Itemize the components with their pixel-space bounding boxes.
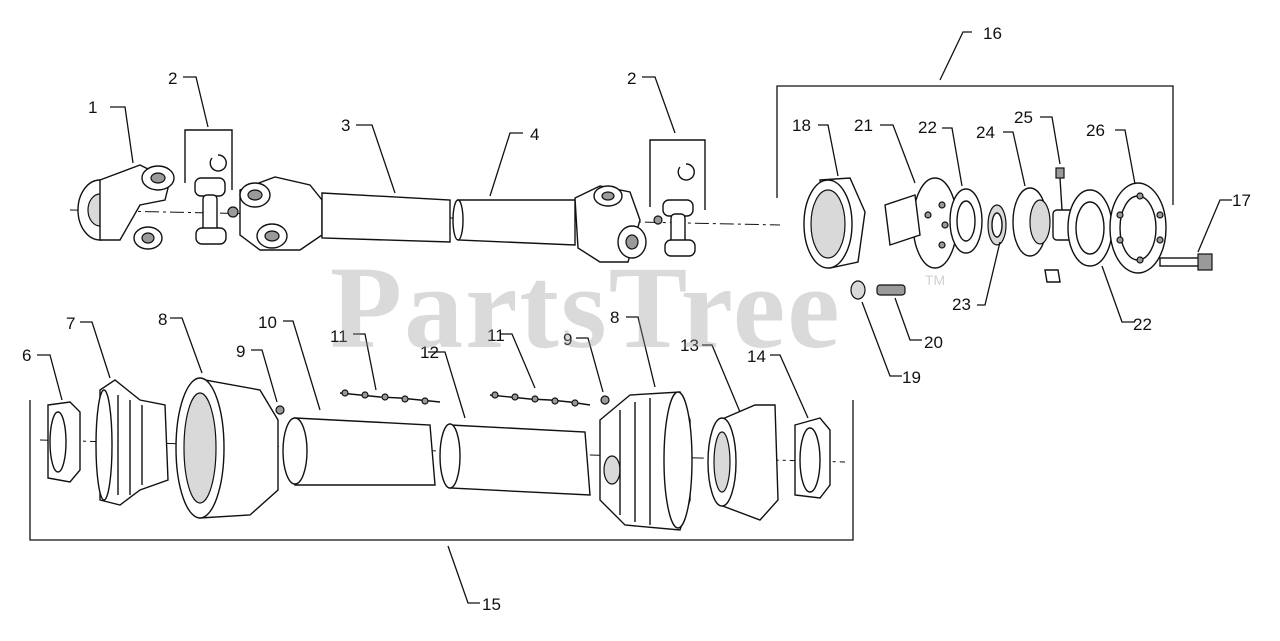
bracket-15 <box>29 400 854 541</box>
callout-22[interactable]: 22 <box>1133 315 1152 334</box>
part-22-friction-disc-left[interactable] <box>949 188 983 254</box>
part-26-back-plate[interactable] <box>1109 182 1167 274</box>
part-2-cross-left[interactable] <box>184 129 239 245</box>
part-24-pressure-plate[interactable] <box>1012 187 1051 257</box>
callout-9[interactable]: 9 <box>563 330 572 349</box>
callout-15[interactable]: 15 <box>482 595 501 614</box>
part-22-friction-disc-right[interactable] <box>1067 189 1113 267</box>
leader-lines <box>37 31 1232 604</box>
part-12-tube-shield-inner[interactable] <box>439 423 591 496</box>
part-20-spring[interactable] <box>876 284 906 296</box>
callout-1[interactable]: 1 <box>88 98 97 117</box>
part-8-housing-left[interactable] <box>175 377 279 519</box>
part-17-long-bolt[interactable] <box>1159 253 1213 271</box>
part-1-yoke[interactable] <box>77 164 175 250</box>
callout-24[interactable]: 24 <box>976 123 995 142</box>
callout-2[interactable]: 2 <box>168 69 177 88</box>
callout-13[interactable]: 13 <box>680 336 699 355</box>
callout-6[interactable]: 6 <box>22 346 31 365</box>
part-9-screw-left[interactable] <box>275 405 285 415</box>
callout-19[interactable]: 19 <box>902 368 921 387</box>
callout-8[interactable]: 8 <box>158 310 167 329</box>
part-14-bearing-ring-right[interactable] <box>794 417 831 499</box>
callout-25[interactable]: 25 <box>1014 108 1033 127</box>
part-2-cross-right[interactable] <box>649 139 706 257</box>
part-6-bearing-ring-left[interactable] <box>47 401 81 483</box>
bracket-16 <box>776 85 1174 205</box>
part-23-hub[interactable] <box>987 204 1007 246</box>
part-11-chain-left[interactable] <box>339 389 441 405</box>
part-4-inner-tube[interactable] <box>452 185 647 263</box>
part-21-flange-yoke[interactable] <box>884 177 958 269</box>
callout-4[interactable]: 4 <box>530 125 539 144</box>
part-11-chain-right[interactable] <box>489 391 591 407</box>
part-7-shield-cone-left[interactable] <box>95 379 169 506</box>
callout-12[interactable]: 12 <box>420 343 439 362</box>
callout-14[interactable]: 14 <box>747 347 766 366</box>
callout-10[interactable]: 10 <box>258 313 277 332</box>
callout-9[interactable]: 9 <box>236 342 245 361</box>
callout-11[interactable]: 11 <box>330 327 348 346</box>
callout-26[interactable]: 26 <box>1086 121 1105 140</box>
callout-2[interactable]: 2 <box>627 69 636 88</box>
watermark-tm: TM <box>925 272 946 288</box>
part-3-outer-tube[interactable] <box>239 176 451 251</box>
part-9-screw-right[interactable] <box>600 395 610 405</box>
callout-23[interactable]: 23 <box>952 295 971 314</box>
callout-21[interactable]: 21 <box>854 116 873 135</box>
callout-16[interactable]: 16 <box>983 24 1002 43</box>
callout-11[interactable]: 11 <box>487 326 505 345</box>
callout-20[interactable]: 20 <box>924 333 943 352</box>
part-10-tube-shield-outer[interactable] <box>282 417 436 486</box>
part-19-nut[interactable] <box>850 280 866 300</box>
callout-7[interactable]: 7 <box>66 314 75 333</box>
callout-17[interactable]: 17 <box>1232 191 1251 210</box>
part-8-housing-right[interactable] <box>599 391 693 531</box>
part-18-clutch-housing[interactable] <box>803 177 866 269</box>
callout-3[interactable]: 3 <box>341 116 350 135</box>
callout-22[interactable]: 22 <box>918 118 937 137</box>
callout-18[interactable]: 18 <box>792 116 811 135</box>
callout-8[interactable]: 8 <box>610 308 619 327</box>
part-13-shield-cone-right[interactable] <box>707 404 779 521</box>
